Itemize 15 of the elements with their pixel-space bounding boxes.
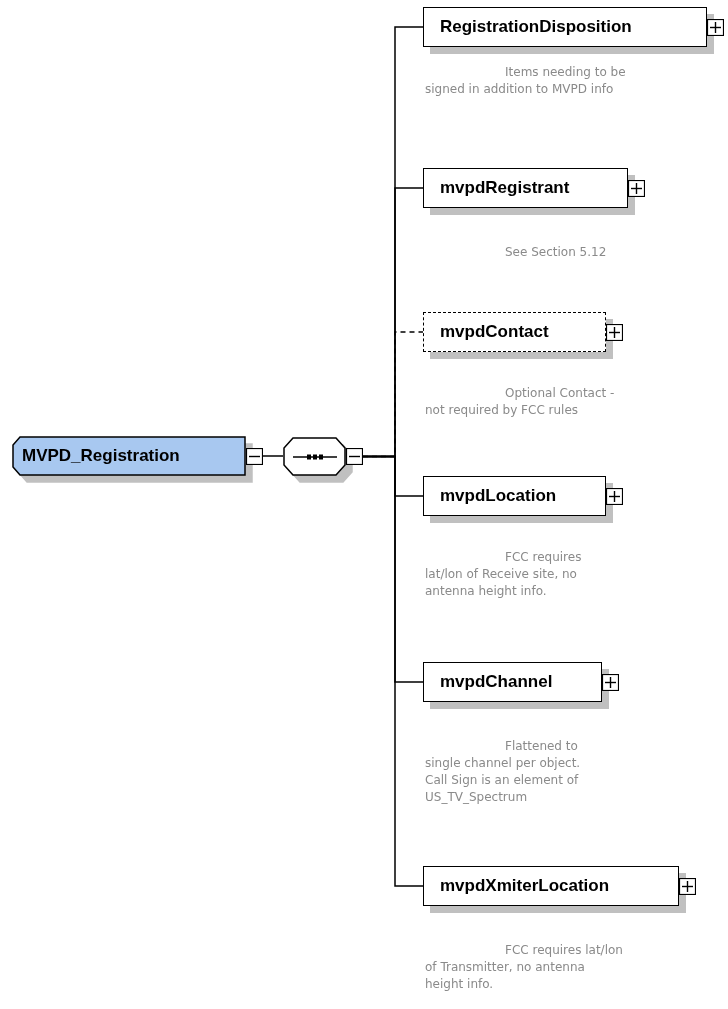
- annotation-text: Items needing to be signed in addition to MVPD info: [425, 64, 627, 98]
- element-name: mvpdChannel: [439, 671, 553, 694]
- annotation-text: FCC requires lat/lon of Transmitter, no antenna height info.: [425, 942, 624, 993]
- element-name: mvpdXmiterLocation: [439, 875, 610, 898]
- annotation-text: Flattened to single channel per object. Call Sign is an element of US_TV_Spectrum: [425, 738, 582, 806]
- connector-line: [262, 455, 284, 457]
- element-name: RegistrationDisposition: [439, 16, 632, 39]
- connector-line: [362, 455, 424, 887]
- element-name: MVPD_Registration: [21, 445, 180, 468]
- annotation-text: Optional Contact - not required by FCC rules: [425, 385, 616, 419]
- annotation-text: FCC requires lat/lon of Receive site, no antenna height info.: [425, 549, 583, 600]
- element-name: mvpdRegistrant: [439, 177, 570, 200]
- element-name: mvpdLocation: [439, 485, 557, 508]
- element-name: mvpdContact: [439, 321, 549, 344]
- annotation-text: See Section 5.12: [504, 244, 608, 261]
